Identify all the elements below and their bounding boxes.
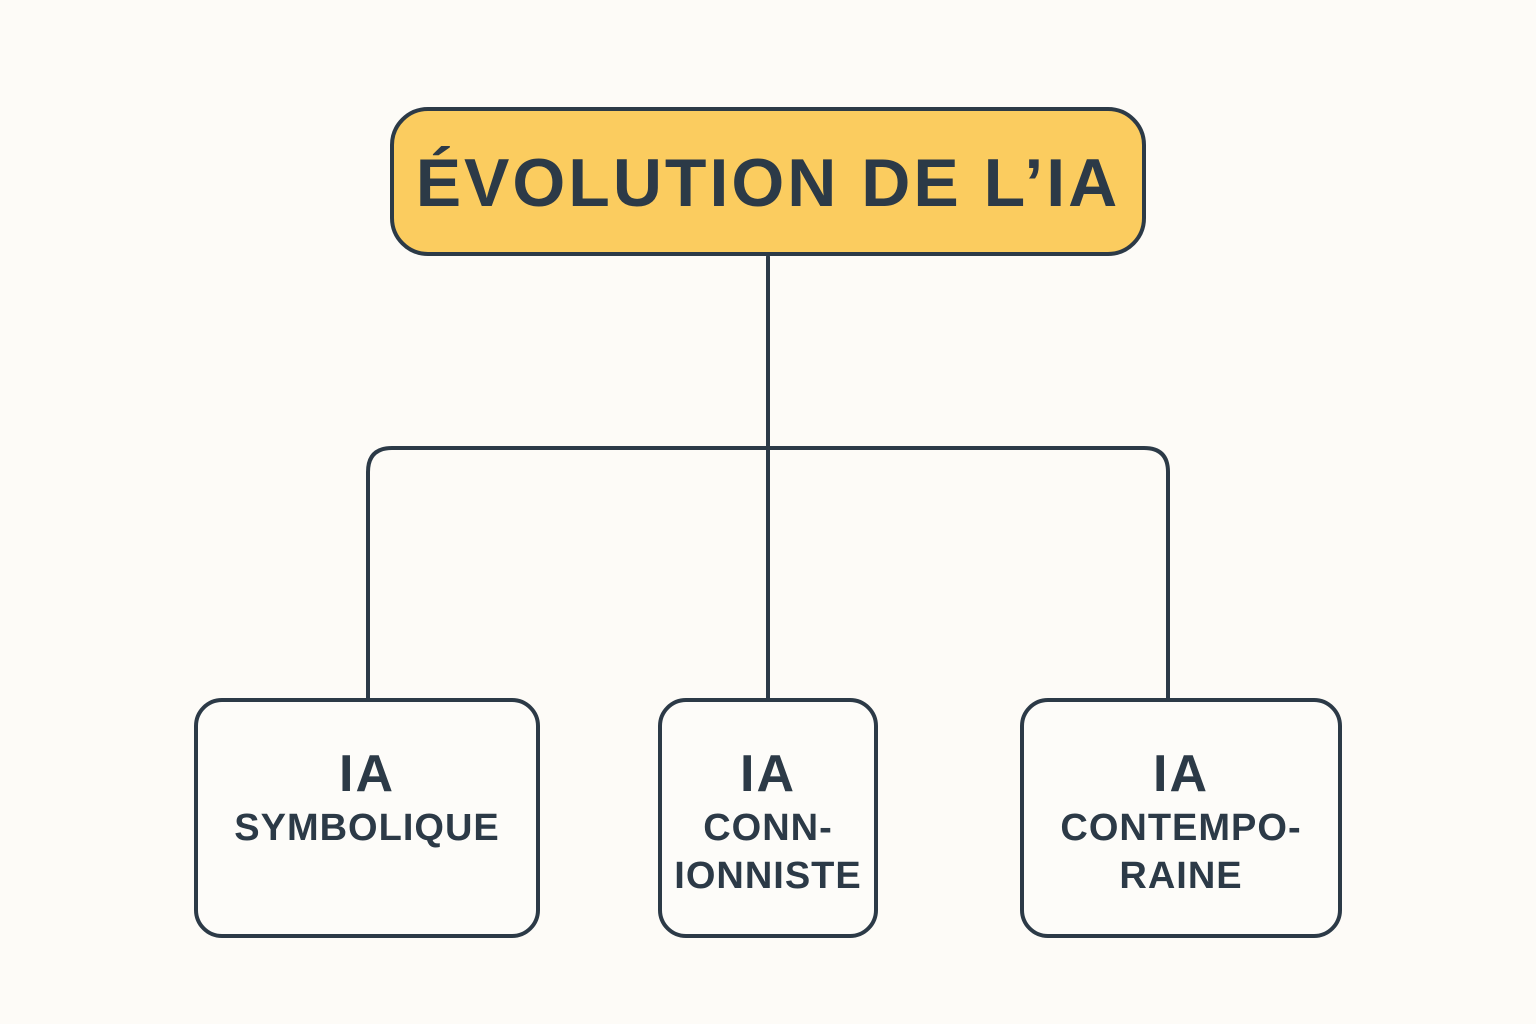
child-node-symbolique: IA SYMBOLIQUE [194,698,540,938]
branch-connector-left [366,446,770,700]
root-title: ÉVOLUTION DE L’IA [415,144,1121,221]
child-prefix: IA [740,745,796,803]
branch-connector-right [766,446,1170,700]
child-prefix: IA [339,745,395,803]
child-label: SYMBOLIQUE [234,807,500,849]
child-node-contemporaine: IA CONTEMPO- RAINE [1020,698,1342,938]
root-node: ÉVOLUTION DE L’IA [390,107,1146,256]
child-label-line-1: CONN- [703,807,833,849]
child-label-line-1: CONTEMPO- [1060,807,1302,849]
child-node-connexionniste: IA CONN- IONNISTE [658,698,878,938]
child-label-line-2: IONNISTE [674,855,862,897]
child-prefix: IA [1153,745,1209,803]
child-label-line-2: RAINE [1119,855,1243,897]
